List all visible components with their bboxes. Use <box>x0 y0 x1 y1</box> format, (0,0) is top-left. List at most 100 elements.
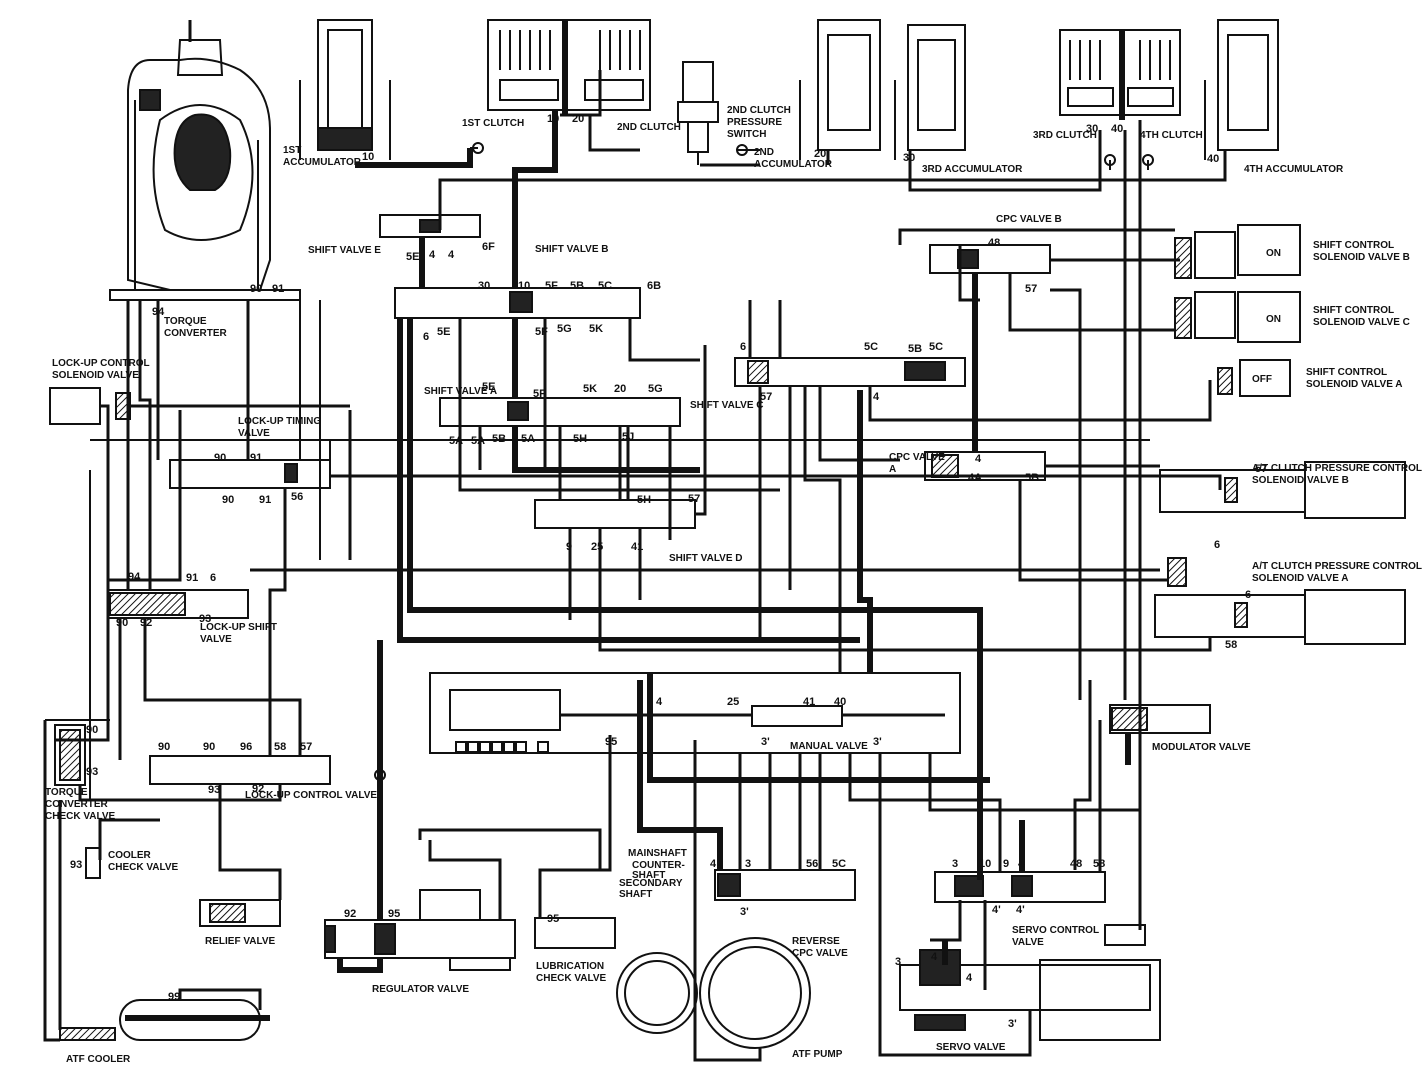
port-label: 92 <box>252 783 264 795</box>
fluid-lines-thin <box>45 147 1150 920</box>
port-label: 4 <box>1018 858 1025 870</box>
manual-valve-body <box>429 672 961 754</box>
port-label: 90 <box>250 283 262 295</box>
label-servo-valve: SERVO VALVE <box>936 1042 1006 1053</box>
port-label: 5A <box>521 433 535 445</box>
accumulator-2nd <box>799 19 881 160</box>
port-label: 48 <box>1070 858 1082 870</box>
port-label: 5G <box>648 383 663 395</box>
port-label: 91 <box>250 452 262 464</box>
label-mainshaft: MAINSHAFT <box>628 848 687 859</box>
port-label: 5B <box>492 433 506 445</box>
port-label: 6 <box>1245 589 1251 601</box>
port-label: 92 <box>140 617 152 629</box>
port-label: 6 <box>740 341 746 353</box>
cooler-check-valve-body <box>85 847 101 879</box>
port-label: 5E <box>406 251 419 263</box>
fluid-lines-medium <box>43 70 1227 1062</box>
port-label: 95 <box>605 736 617 748</box>
port-label: 3 <box>952 858 958 870</box>
port-label: 57 <box>1255 463 1267 475</box>
port-label: 90 <box>86 724 98 736</box>
port-label: 5K <box>589 323 603 335</box>
servo-valve-body <box>899 924 1161 1041</box>
port-label: 90 <box>203 741 215 753</box>
port-label: 6 <box>210 572 216 584</box>
lubrication-check-valve-body <box>534 917 616 949</box>
port-label: 5K <box>583 383 597 395</box>
label-regulator-valve: REGULATOR VALVE <box>372 984 469 995</box>
port-label: 30 <box>1086 123 1098 135</box>
port-label: 5C <box>864 341 878 353</box>
label-shift-valve-d: SHIFT VALVE D <box>669 553 743 564</box>
port-label: 4A <box>968 472 982 484</box>
port-label: 3' <box>873 736 882 748</box>
label-manual-valve: MANUAL VALVE <box>790 741 868 752</box>
torque-converter <box>109 20 301 301</box>
clutch-pack-3rd-4th <box>1059 29 1181 120</box>
port-label: 20 <box>572 113 584 125</box>
clutch-pack-1st-2nd <box>487 19 651 115</box>
torque-converter-check-valve-body <box>54 724 86 786</box>
port-label: 56 <box>806 858 818 870</box>
label-shift-valve-a: SHIFT VALVE A <box>424 386 497 397</box>
lockup-control-valve-body <box>149 755 331 785</box>
port-label: 4 <box>931 951 938 963</box>
port-label: 93 <box>208 784 220 796</box>
port-label: 96 <box>240 741 252 753</box>
shift-control-solenoid-b <box>1174 224 1301 279</box>
atf-pump <box>616 937 811 1049</box>
port-label: 4 <box>429 249 436 261</box>
shift-valve-c-body <box>734 357 966 387</box>
clutch-2nd-pressure-switch <box>677 61 719 165</box>
port-label: 5F <box>535 326 548 338</box>
port-label: 20 <box>614 383 626 395</box>
port-label: 3' <box>740 906 749 918</box>
port-label: 3 <box>745 858 751 870</box>
shift-control-solenoid-a <box>1217 359 1291 397</box>
port-label: 5C <box>832 858 846 870</box>
port-label: 4 <box>448 249 455 261</box>
at-clutch-pressure-solenoid-b <box>1159 461 1406 519</box>
port-label: 57 <box>688 493 700 505</box>
port-label: 10 <box>547 113 559 125</box>
port-label: 5B <box>908 343 922 355</box>
port-label: 3' <box>1008 1018 1017 1030</box>
port-label: 90 <box>116 617 128 629</box>
port-label: 56 <box>291 491 303 503</box>
port-label: 57 <box>1025 283 1037 295</box>
label-shift-valve-e: SHIFT VALVE E <box>308 245 381 256</box>
solenoid-state-b: ON <box>1266 248 1281 259</box>
port-label: 5B <box>1025 472 1039 484</box>
port-label: 5G <box>557 323 572 335</box>
label-atf-pump: ATF PUMP <box>792 1049 843 1060</box>
port-label: 9 <box>1003 858 1009 870</box>
port-label: 4' <box>1016 904 1025 916</box>
port-label: 57 <box>760 391 772 403</box>
label-modulator-valve: MODULATOR VALVE <box>1152 742 1251 753</box>
port-label: 93 <box>70 859 82 871</box>
atf-cooler <box>59 999 270 1041</box>
port-label: 10 <box>518 280 530 292</box>
port-label: 99 <box>168 991 180 1003</box>
port-label: 91 <box>259 494 271 506</box>
port-label: 93 <box>199 613 211 625</box>
port-label: 40 <box>1207 153 1219 165</box>
fluid-lines-thick <box>337 110 1131 973</box>
port-label: 6F <box>482 241 495 253</box>
port-label: 5H <box>637 494 651 506</box>
port-label: 4 <box>966 972 973 984</box>
accumulator-4th <box>1204 19 1279 160</box>
gear-selector-boxes <box>455 741 549 753</box>
port-label: 5C <box>929 341 943 353</box>
port-label: 5F <box>533 388 546 400</box>
